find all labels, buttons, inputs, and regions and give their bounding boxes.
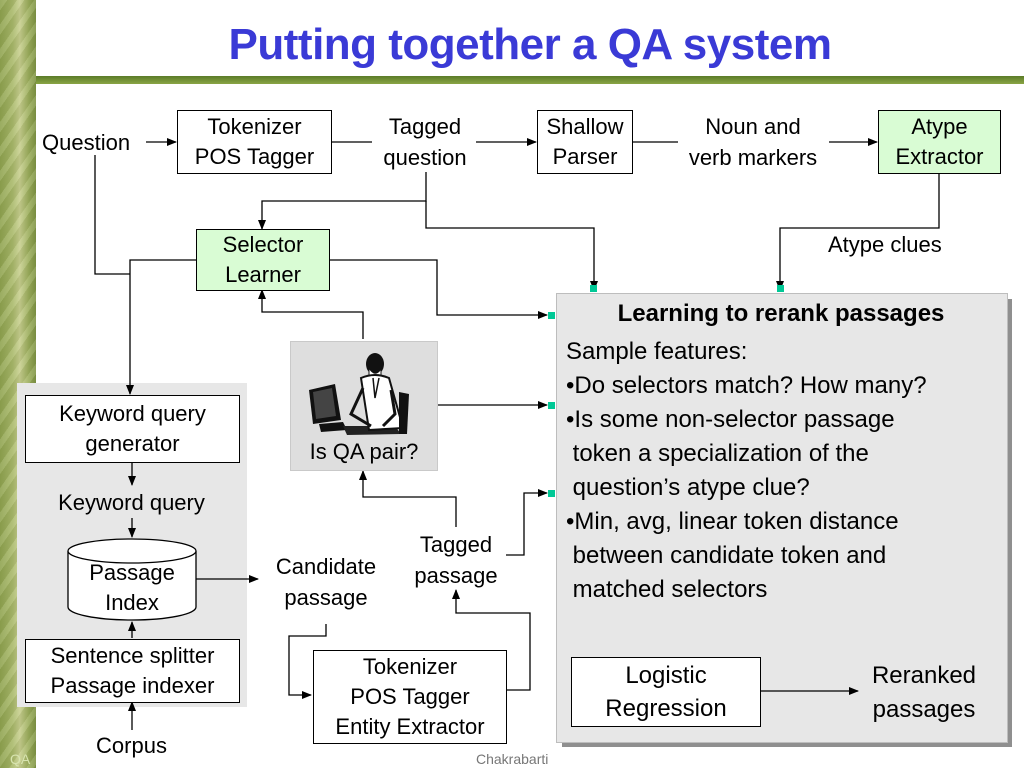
human-annotator-panel: Is QA pair? xyxy=(290,341,438,471)
rerank-title: Learning to rerank passages xyxy=(617,300,945,327)
box-line: Keyword query xyxy=(59,401,206,426)
label-line: Noun and xyxy=(705,114,801,139)
label-line: Candidate xyxy=(275,554,377,579)
box-line: Passage indexer xyxy=(50,673,215,698)
tagged-question-label: Tagged question xyxy=(372,111,478,173)
box-line: Sentence splitter xyxy=(50,643,215,668)
sentence-splitter-box: Sentence splitter Passage indexer xyxy=(25,639,240,703)
keyword-query-generator-box: Keyword query generator xyxy=(25,395,240,463)
feature-line: question’s atype clue? xyxy=(566,474,810,501)
feature-line: token a specialization of the xyxy=(566,440,869,467)
box-line: Learner xyxy=(225,262,301,287)
passage-index-cylinder-icon xyxy=(67,538,197,621)
keyword-query-label: Keyword query xyxy=(58,490,205,515)
reranked-passages-label: Reranked passages xyxy=(858,659,990,727)
box-line: POS Tagger xyxy=(350,684,470,709)
candidate-passage-label: Candidate passage xyxy=(260,551,392,613)
logistic-regression-box: Logistic Regression xyxy=(571,657,761,727)
label-line: Tagged xyxy=(388,114,462,139)
question-label: Question xyxy=(42,130,131,155)
label-line: question xyxy=(383,145,467,170)
box-line: Atype xyxy=(911,114,968,139)
label-line: Reranked xyxy=(871,662,977,689)
feature-line: •Min, avg, linear token distance xyxy=(566,508,899,535)
box-line: Tokenizer xyxy=(362,654,458,679)
label-line: passages xyxy=(872,696,976,723)
box-line: Logistic xyxy=(625,662,707,689)
box-line: Entity Extractor xyxy=(335,714,485,739)
box-line: Parser xyxy=(552,144,618,169)
noun-verb-markers-label: Noun and verb markers xyxy=(676,111,830,173)
shallow-parser-box: Shallow Parser xyxy=(537,110,633,174)
feature-line: •Do selectors match? How many? xyxy=(566,372,927,399)
feature-line: between candidate token and xyxy=(566,542,887,569)
box-line: Regression xyxy=(605,695,727,722)
box-line: Extractor xyxy=(895,144,984,169)
feature-line: Sample features: xyxy=(566,338,748,365)
label-line: verb markers xyxy=(688,145,818,170)
is-qa-pair-label: Is QA pair? xyxy=(309,439,419,464)
feature-line: matched selectors xyxy=(566,576,768,603)
box-line: Selector xyxy=(222,232,304,257)
label-line: passage xyxy=(414,563,498,588)
tokenizer-entity-extractor-box: Tokenizer POS Tagger Entity Extractor xyxy=(313,650,507,744)
footer-author: Chakrabarti xyxy=(476,751,549,767)
label-line: passage xyxy=(284,585,368,610)
selector-learner-box: Selector Learner xyxy=(196,229,330,291)
atype-clues-label: Atype clues xyxy=(828,232,942,257)
slide-title: Putting together a QA system xyxy=(228,20,832,69)
passage-index-label: Passage Index xyxy=(66,558,198,618)
box-line: POS Tagger xyxy=(194,144,315,169)
person-at-computer-icon xyxy=(309,353,409,435)
corpus-label: Corpus xyxy=(96,733,167,758)
feature-line: •Is some non-selector passage xyxy=(566,406,895,433)
box-line: Tokenizer xyxy=(207,114,302,139)
box-line: generator xyxy=(85,431,180,456)
tagged-passage-label: Tagged passage xyxy=(404,529,508,591)
tokenizer-pos-tagger-box: Tokenizer POS Tagger xyxy=(177,110,332,174)
title-underline xyxy=(36,76,1024,84)
label-line: Passage xyxy=(89,560,175,585)
atype-extractor-box: Atype Extractor xyxy=(878,110,1001,174)
label-line: Index xyxy=(105,590,159,615)
box-line: Shallow xyxy=(546,114,624,139)
label-line: Tagged xyxy=(419,532,493,557)
footer-left: QA xyxy=(10,751,31,767)
